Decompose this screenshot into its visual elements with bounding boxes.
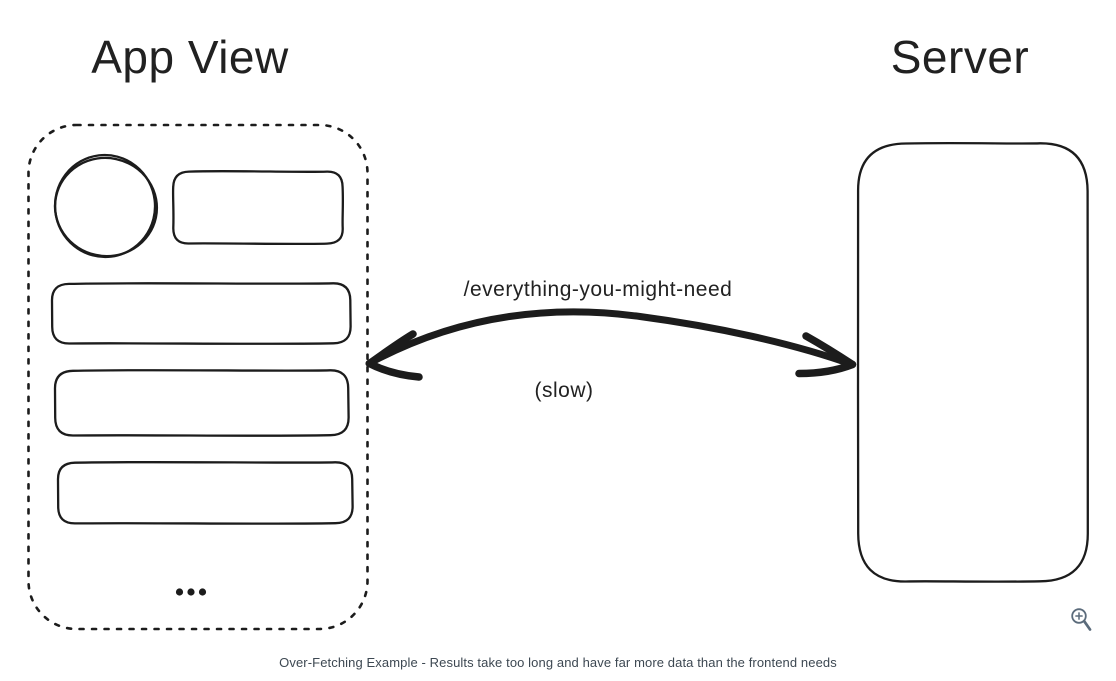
request-arrow bbox=[365, 308, 857, 381]
app-view-frame bbox=[27, 123, 369, 631]
server-title: Server bbox=[890, 31, 1030, 83]
figure-caption: Over-Fetching Example - Results take too… bbox=[279, 655, 837, 670]
row-placeholder-3 bbox=[56, 460, 354, 525]
server-box bbox=[856, 141, 1090, 583]
zoom-in-icon[interactable] bbox=[1066, 602, 1094, 634]
row-placeholder-2 bbox=[53, 369, 350, 437]
ellipsis-dots bbox=[175, 588, 207, 596]
avatar-circle bbox=[53, 153, 159, 259]
arrow-slow-label: (slow) bbox=[534, 379, 594, 402]
app-view-title: App View bbox=[91, 31, 289, 83]
arrow-endpoint-label: /everything-you-might-need bbox=[463, 278, 733, 301]
header-placeholder bbox=[171, 170, 345, 246]
row-placeholder-1 bbox=[50, 282, 352, 345]
